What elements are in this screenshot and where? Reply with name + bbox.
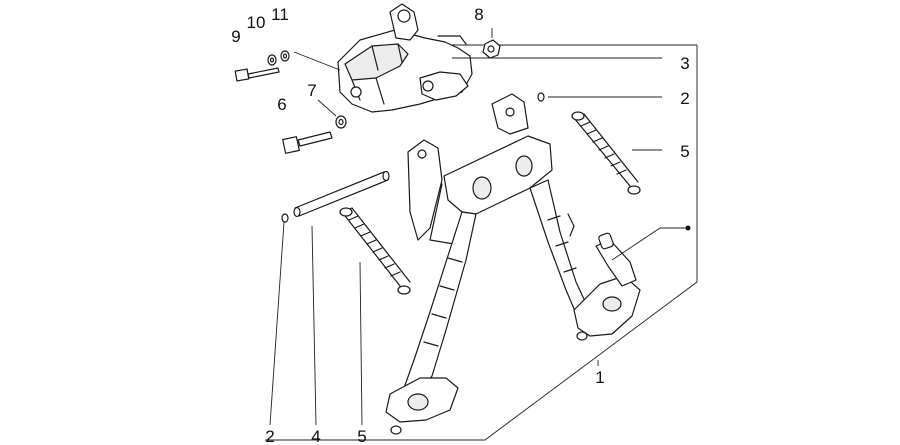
callout-labels: 9 10 11 8 3 2 6 7 5 1 2 4 5	[231, 5, 689, 445]
bolt-6	[282, 131, 333, 154]
leader-dot	[685, 225, 691, 231]
callout-2-bottom: 2	[265, 427, 274, 445]
callout-6: 6	[277, 95, 286, 114]
callout-1: 1	[595, 368, 604, 387]
nut-8	[482, 39, 501, 59]
bolt-9	[234, 67, 280, 82]
callout-4: 4	[311, 427, 320, 445]
washer-11	[280, 50, 290, 62]
mounting-bracket	[337, 3, 473, 113]
callout-10: 10	[247, 13, 266, 32]
callout-7: 7	[307, 81, 316, 100]
centre-stand-1	[385, 93, 641, 435]
pin-rod-4	[293, 170, 390, 218]
callout-8: 8	[474, 5, 483, 24]
callout-3: 3	[680, 54, 689, 73]
callout-11: 11	[271, 5, 289, 24]
washer-7	[335, 115, 347, 129]
reference-frame	[265, 44, 698, 441]
callout-9: 9	[231, 27, 240, 46]
spring-5-left	[339, 207, 411, 295]
callout-2-right: 2	[680, 89, 689, 108]
circlip-2-left	[281, 213, 289, 223]
circlip-2-right	[537, 92, 545, 102]
callout-5-bottom: 5	[357, 427, 366, 445]
callout-5-right: 5	[680, 142, 689, 161]
spring-5-right	[571, 111, 641, 195]
leader-lines	[269, 28, 691, 426]
washer-10	[267, 54, 277, 66]
